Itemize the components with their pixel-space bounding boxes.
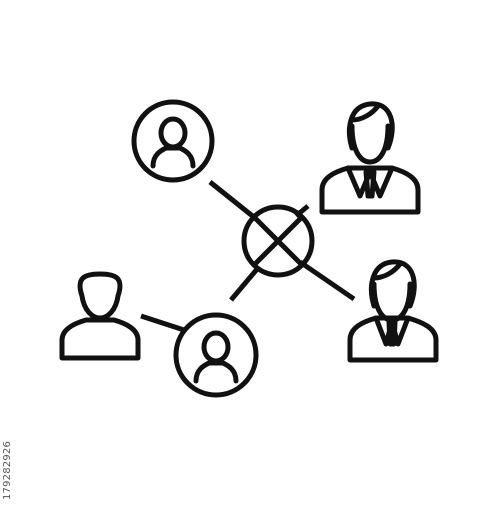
hub-x-icon [241, 204, 315, 278]
user-circle-icon [173, 312, 259, 398]
businessman-icon [319, 101, 421, 215]
connector-line [140, 313, 185, 333]
stock-id-label: 179282926 [2, 440, 13, 500]
businessman-icon [347, 259, 439, 363]
connector-line [229, 266, 260, 302]
user-circle-icon [131, 99, 215, 183]
connector-line [208, 180, 257, 220]
connector-line [298, 259, 356, 302]
person-icon [59, 271, 141, 361]
